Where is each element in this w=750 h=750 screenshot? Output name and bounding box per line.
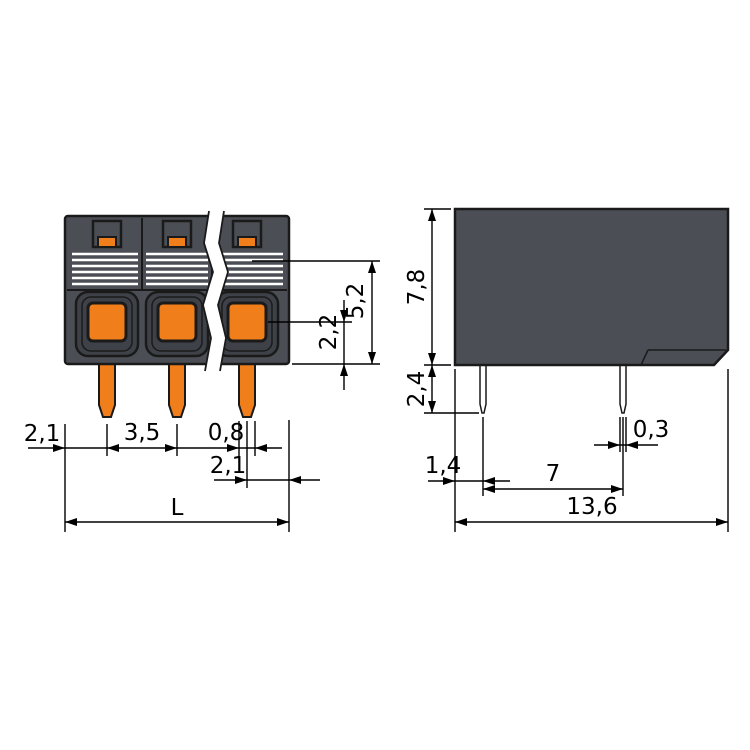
- side-view: [453, 207, 730, 414]
- dim-label-pin-width: 0,8: [208, 420, 245, 446]
- dim-label-total-length: L: [171, 495, 184, 521]
- dim-label-depth: 13,6: [566, 494, 617, 520]
- dim-label-actuator-to-bottom: 2,2: [316, 314, 342, 351]
- housing-side: [453, 207, 730, 367]
- dim-label-height: 7,8: [404, 269, 430, 306]
- vent-slits-3: [216, 252, 283, 286]
- dim-label-clamp-to-bottom: 5,2: [343, 283, 369, 320]
- solder-pin-front-1: [98, 359, 116, 418]
- break-line: [202, 210, 229, 372]
- arrowheads-front: [53, 261, 376, 526]
- dim-label-pin-pitch: 3,5: [124, 420, 161, 446]
- vent-slits-2: [146, 252, 208, 286]
- housing-ledge: [640, 349, 726, 366]
- dim-label-pin-protrusion: 2,4: [404, 371, 430, 408]
- front-view: [63, 210, 291, 418]
- actuator-top-1: [97, 236, 117, 248]
- actuator-top-3: [237, 236, 257, 248]
- solder-pin-front-2: [168, 359, 186, 418]
- dim-label-pin3-to-edge: 2,1: [210, 453, 247, 479]
- dim-label-pin-thickness: 0,3: [633, 417, 670, 443]
- witness-lines-side: [424, 208, 729, 532]
- push-button-1: [86, 301, 128, 343]
- button-frame-inner-1: [81, 296, 133, 352]
- dimensions-front: 2,1 3,5 0,8 2,1 L 2,2 5,2: [24, 260, 380, 532]
- arrowheads-side: [428, 209, 728, 526]
- dim-label-edge-to-pin1: 2,1: [24, 421, 61, 447]
- witness-lines-front: [64, 260, 380, 532]
- dim-label-pin-spacing: 7: [546, 461, 561, 487]
- dim-label-edge-to-pin: 1,4: [425, 453, 462, 479]
- dimensions-side: 7,8 2,4 1,4 0,3 7 13,6: [404, 208, 729, 532]
- push-button-3: [226, 301, 268, 343]
- dimension-lines-front: [28, 261, 373, 523]
- actuator-top-2: [167, 236, 187, 248]
- push-button-2: [156, 301, 198, 343]
- solder-pin-side-2: [619, 359, 627, 414]
- button-frame-inner-2: [151, 296, 203, 352]
- solder-pin-front-3: [238, 359, 256, 418]
- solder-pin-side-1: [479, 359, 487, 414]
- vent-slits-1: [72, 252, 138, 286]
